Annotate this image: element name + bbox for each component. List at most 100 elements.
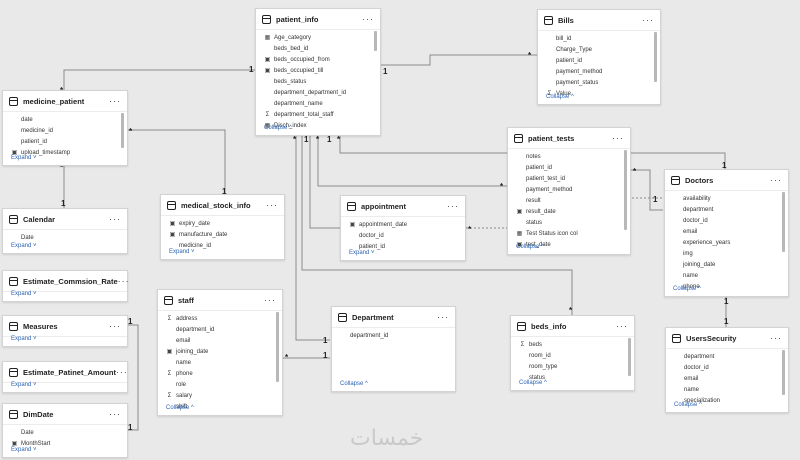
field-row[interactable]: department — [666, 351, 788, 362]
field-row[interactable]: availability — [665, 193, 788, 204]
field-row[interactable]: ▣joining_date — [158, 346, 282, 357]
more-options-icon[interactable]: ··· — [362, 14, 374, 24]
more-options-icon[interactable]: ··· — [770, 175, 782, 185]
field-row[interactable]: phone — [665, 281, 788, 292]
more-options-icon[interactable]: ··· — [117, 276, 130, 286]
field-row[interactable]: ▣test_date — [508, 239, 630, 250]
scrollbar[interactable] — [628, 338, 631, 376]
field-row[interactable]: room_type — [511, 361, 634, 372]
field-row[interactable]: role — [158, 379, 282, 390]
field-row[interactable]: ▦Test Status icon col — [508, 228, 630, 239]
field-row[interactable]: specialization — [666, 395, 788, 406]
scrollbar[interactable] — [782, 350, 785, 395]
field-row[interactable]: payment_method — [538, 66, 660, 77]
field-row[interactable]: doctor_id — [665, 215, 788, 226]
field-row[interactable]: patient_id — [508, 162, 630, 173]
field-row[interactable]: joining_date — [665, 259, 788, 270]
collapse-toggle[interactable]: Collapse ^ — [340, 381, 368, 387]
scrollbar[interactable] — [276, 312, 279, 382]
field-row[interactable]: ▦Disch_index — [256, 120, 380, 131]
expand-toggle[interactable]: Expand ˅ — [11, 155, 37, 161]
more-options-icon[interactable]: ··· — [264, 295, 276, 305]
table-card-estimate-commission-rate[interactable]: Estimate_Commsion_Rate··· Expand ˅ — [2, 270, 130, 302]
collapse-toggle[interactable]: Collapse ^ — [166, 405, 194, 411]
table-card-dimdate[interactable]: DimDate··· Date▣MonthStart Expand ˅ — [2, 403, 128, 458]
field-row[interactable]: experience_years — [665, 237, 788, 248]
field-row[interactable]: payment_method — [508, 184, 630, 195]
field-row[interactable]: ▣upload_timestamp — [3, 147, 127, 158]
field-row[interactable]: status — [511, 372, 634, 383]
field-row[interactable]: department_id — [158, 324, 282, 335]
field-row[interactable]: Charge_Type — [538, 44, 660, 55]
field-row[interactable]: ▣MonthStart — [3, 438, 127, 449]
table-card-measures[interactable]: Measures··· Expand ˅ — [2, 315, 128, 347]
table-card-calendar[interactable]: Calendar··· Date Expand ˅ — [2, 208, 128, 254]
collapse-toggle[interactable]: Collapse ^ — [519, 380, 547, 386]
expand-toggle[interactable]: Expand ˅ — [11, 291, 37, 297]
field-row[interactable]: ▣expiry_date — [161, 218, 284, 229]
more-options-icon[interactable]: ··· — [612, 133, 624, 143]
field-row[interactable]: patient_id — [341, 241, 465, 252]
field-row[interactable]: department_id — [332, 330, 455, 341]
field-row[interactable]: email — [666, 373, 788, 384]
field-row[interactable]: ▣beds_occupied_till — [256, 65, 380, 76]
more-options-icon[interactable]: ··· — [437, 312, 449, 322]
field-row[interactable]: ▣manufacture_date — [161, 229, 284, 240]
scrollbar[interactable] — [374, 31, 377, 51]
field-row[interactable]: date — [3, 114, 127, 125]
table-card-department[interactable]: Department··· department_id Collapse ^ — [331, 306, 456, 392]
expand-toggle[interactable]: Expand ˅ — [11, 447, 37, 453]
field-row[interactable]: medicine_id — [3, 125, 127, 136]
expand-toggle[interactable]: Expand ˅ — [11, 243, 37, 249]
field-row[interactable]: patient_id — [3, 136, 127, 147]
field-row[interactable]: Date — [3, 232, 127, 243]
more-options-icon[interactable]: ··· — [642, 15, 654, 25]
field-row[interactable]: email — [665, 226, 788, 237]
field-row[interactable]: ▣appointment_date — [341, 219, 465, 230]
more-options-icon[interactable]: ··· — [266, 200, 278, 210]
table-card-estimate-patient-amount[interactable]: Estimate_Patinet_Amount··· Expand ˅ — [2, 361, 128, 393]
collapse-toggle[interactable]: Collapse ^ — [674, 402, 702, 408]
field-row[interactable]: department — [665, 204, 788, 215]
table-card-medical-stock-info[interactable]: medical_stock_info··· ▣expiry_date▣manuf… — [160, 194, 285, 260]
field-row[interactable]: doctor_id — [666, 362, 788, 373]
field-row[interactable]: ▣result_date — [508, 206, 630, 217]
more-options-icon[interactable]: ··· — [109, 409, 121, 419]
collapse-toggle[interactable]: Collapse ^ — [516, 244, 544, 250]
more-options-icon[interactable]: ··· — [447, 201, 459, 211]
expand-toggle[interactable]: Expand ˅ — [349, 250, 375, 256]
field-row[interactable]: department_department_id — [256, 87, 380, 98]
expand-toggle[interactable]: Expand ˅ — [11, 382, 37, 388]
more-options-icon[interactable]: ··· — [109, 214, 121, 224]
field-row[interactable]: medicine_id — [161, 240, 284, 251]
more-options-icon[interactable]: ··· — [770, 333, 782, 343]
more-options-icon[interactable]: ··· — [109, 321, 121, 331]
field-row[interactable]: shift — [158, 401, 282, 412]
expand-toggle[interactable]: Expand ˅ — [169, 249, 195, 255]
field-row[interactable]: patient_id — [538, 55, 660, 66]
field-row[interactable]: notes — [508, 151, 630, 162]
collapse-toggle[interactable]: Collapse ^ — [546, 94, 574, 100]
scrollbar[interactable] — [624, 150, 627, 230]
field-row[interactable]: status — [508, 217, 630, 228]
scrollbar[interactable] — [654, 32, 657, 82]
field-row[interactable]: name — [665, 270, 788, 281]
scrollbar[interactable] — [782, 192, 785, 252]
more-options-icon[interactable]: ··· — [616, 321, 628, 331]
